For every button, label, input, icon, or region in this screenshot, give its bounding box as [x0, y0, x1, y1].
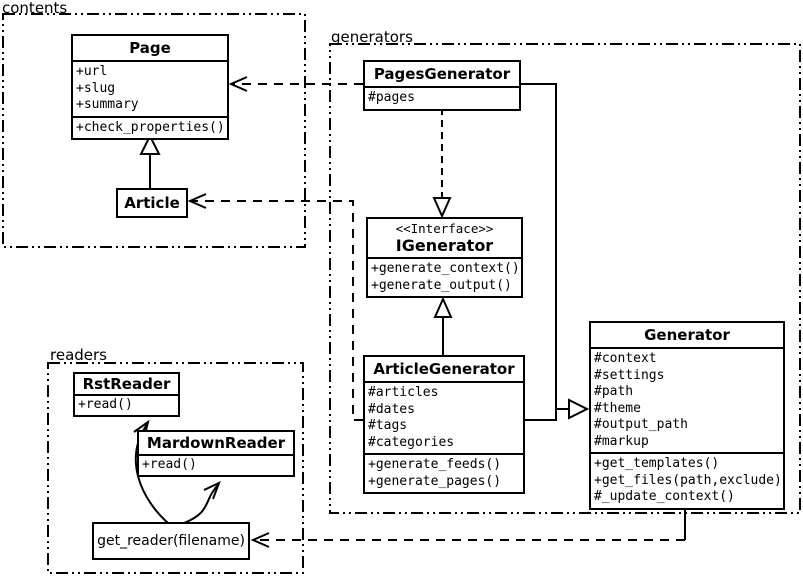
realization-pagesgenerator-igenerator — [432, 108, 452, 219]
attribute: #path — [594, 384, 634, 399]
method: +get_templates() — [594, 456, 720, 471]
class-pagesgenerator-attributes: #pages — [365, 86, 519, 109]
class-articlegenerator-attributes: #articles #dates #tags #categories — [365, 381, 523, 453]
attribute: #settings — [594, 367, 665, 383]
dependency-pagesgenerator-page — [228, 76, 363, 92]
method: +read() — [78, 397, 133, 412]
method: +generate_output() — [371, 277, 512, 293]
generalization-articlegenerator-igenerator — [433, 296, 453, 355]
class-generator: Generator #context #settings #path #them… — [589, 321, 785, 510]
class-page: Page +url +slug +summary +check_properti… — [71, 34, 229, 140]
class-generator-methods: +get_templates() +get_files(path,exclude… — [591, 452, 783, 508]
package-contents-border — [2, 13, 306, 248]
attribute: +summary — [76, 97, 139, 112]
class-mardownreader: MardownReader +read() — [137, 430, 295, 477]
class-igenerator-title: IGenerator — [395, 236, 494, 255]
arrow-getreader-mardownreader — [183, 481, 221, 524]
package-readers-border — [47, 362, 304, 574]
function-get-reader-label: get_reader(filename) — [97, 533, 245, 549]
class-generator-attributes: #context #settings #path #theme #output_… — [591, 347, 783, 452]
dependency-articlegenerator-article — [187, 193, 363, 421]
class-generator-title: Generator — [644, 326, 730, 344]
class-pagesgenerator-title: PagesGenerator — [373, 65, 511, 83]
function-get-reader: get_reader(filename) — [92, 522, 250, 560]
attribute: #context — [594, 351, 657, 366]
class-articlegenerator-title: ArticleGenerator — [373, 360, 515, 378]
class-igenerator-methods: +generate_context() +generate_output() — [368, 257, 521, 296]
package-label-readers: readers — [50, 346, 107, 364]
class-igenerator-header: <<Interface>> IGenerator — [368, 219, 521, 257]
class-article: Article — [116, 188, 188, 218]
class-articlegenerator: ArticleGenerator #articles #dates #tags … — [363, 355, 525, 494]
method: +get_files(path,exclude) — [594, 472, 782, 488]
attribute: +url — [76, 64, 108, 79]
generalization-to-generator — [521, 83, 590, 421]
attribute: #output_path — [594, 417, 688, 432]
attribute: #pages — [368, 90, 415, 105]
class-mardownreader-title: MardownReader — [146, 434, 286, 452]
attribute: #markup — [594, 433, 649, 449]
method: +read() — [142, 457, 197, 472]
package-label-generators: generators — [331, 28, 413, 46]
class-page-attributes: +url +slug +summary — [73, 60, 227, 116]
method: +generate_pages() — [368, 473, 502, 489]
method: +check_properties() — [76, 119, 225, 135]
class-rstreader-methods: +read() — [75, 394, 178, 415]
package-generators-border — [329, 43, 801, 514]
attribute: +slug — [76, 80, 116, 96]
attribute: #dates — [368, 401, 415, 417]
method: #_update_context() — [594, 489, 735, 504]
attribute: #articles — [368, 385, 439, 400]
attribute: #tags — [368, 418, 408, 433]
class-rstreader: RstReader +read() — [73, 372, 180, 417]
attribute: #categories — [368, 434, 455, 450]
attribute: #theme — [594, 400, 641, 416]
class-page-title: Page — [129, 39, 171, 57]
method: +generate_feeds() — [368, 457, 502, 472]
class-articlegenerator-methods: +generate_feeds() +generate_pages() — [365, 453, 523, 492]
method: +generate_context() — [371, 261, 520, 276]
generalization-article-page — [139, 133, 161, 188]
class-mardownreader-methods: +read() — [139, 454, 293, 475]
class-article-title: Article — [124, 194, 180, 212]
package-label-contents: contents — [2, 0, 68, 17]
class-page-methods: +check_properties() — [73, 115, 227, 139]
class-igenerator: <<Interface>> IGenerator +generate_conte… — [366, 217, 523, 298]
class-igenerator-stereotype: <<Interface>> — [395, 221, 494, 236]
class-pagesgenerator: PagesGenerator #pages — [363, 60, 521, 111]
class-rstreader-title: RstReader — [82, 375, 171, 393]
